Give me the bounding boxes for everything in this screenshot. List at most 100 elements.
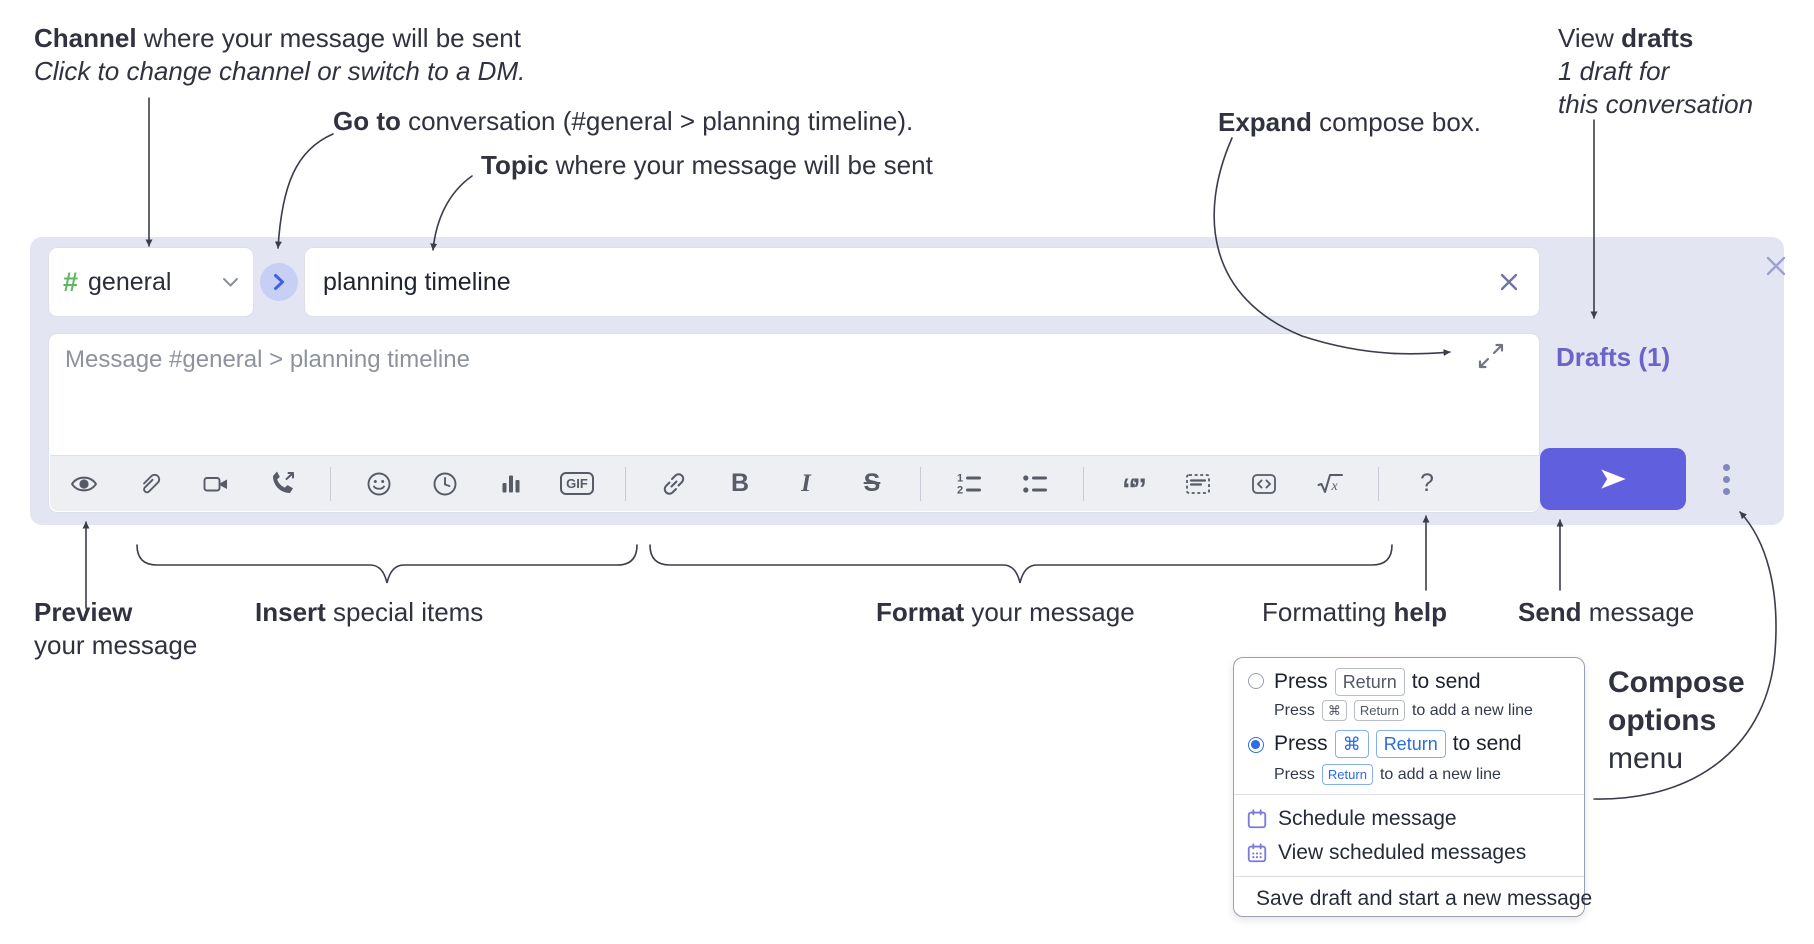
annotation-help-bold: help (1393, 597, 1447, 627)
goto-conversation-button[interactable] (260, 263, 298, 301)
compose-box: # general planning timeline Message #gen… (30, 237, 1786, 525)
annotation-view-drafts-bold: drafts (1621, 23, 1694, 53)
annotation-topic-bold: Topic (481, 150, 549, 180)
return-keycap: Return (1334, 668, 1405, 696)
drafts-link[interactable]: Drafts (1) (1556, 342, 1671, 372)
svg-text:x: x (1331, 479, 1339, 494)
code-button[interactable] (1246, 466, 1282, 502)
menu-item-label: View scheduled messages (1278, 841, 1527, 864)
option-return-to-send[interactable]: Press Return to send (1274, 668, 1481, 696)
add-poll-button[interactable] (493, 466, 529, 502)
annotation-expand-rest: compose box. (1311, 107, 1482, 137)
bulleted-list-button[interactable] (1017, 466, 1053, 502)
close-compose-icon[interactable] (1763, 253, 1789, 279)
return-keycap-blue: Return (1321, 764, 1373, 785)
annotation-send-bold: Send (1518, 597, 1582, 627)
add-global-time-button[interactable] (427, 466, 463, 502)
compose-options-popup: Press Return to send Press ⌘ Return to a… (1233, 657, 1592, 917)
send-button[interactable] (1540, 448, 1686, 510)
compose-toolbar: GIF B I (50, 455, 1540, 511)
numbered-list-icon: 1 2 (957, 472, 981, 496)
video-camera-icon (203, 476, 227, 491)
option2-sub-pre: Press (1274, 765, 1315, 783)
link-button[interactable] (656, 466, 692, 502)
option1-pre: Press (1274, 670, 1328, 693)
italic-button[interactable]: I (788, 466, 824, 502)
option1-subtext: Press ⌘ Return to add a new line (1274, 700, 1533, 721)
annotation-format-rest: your message (964, 597, 1135, 627)
cmd-keycap: ⌘ (1321, 700, 1347, 721)
option1-sub-post: to add a new line (1411, 701, 1533, 719)
annotation-help: Formatting help (1262, 596, 1447, 629)
return-keycap-blue: Return (1375, 730, 1446, 758)
menu-item-label: Schedule message (1278, 807, 1457, 830)
annotation-format-bold: Format (876, 597, 965, 627)
annotation-topic: Topic where your message will be sent (481, 149, 933, 182)
channel-name: general (88, 267, 172, 296)
svg-text:2: 2 (957, 484, 963, 496)
option1-post: to send (1411, 670, 1481, 693)
menu-item-view-scheduled-messages[interactable]: View scheduled messages (1246, 836, 1576, 870)
annotation-goto-bold: Go to (333, 106, 401, 136)
message-input[interactable]: Message #general > planning timeline (48, 333, 1540, 513)
bar-chart-icon (502, 475, 520, 492)
clock-icon (433, 472, 457, 495)
italic-icon: I (801, 469, 811, 497)
topic-input[interactable]: planning timeline (304, 247, 1540, 317)
numbered-list-button[interactable]: 1 2 (951, 466, 987, 502)
vertical-dots-icon (1722, 463, 1730, 471)
option2-subtext: Press Return to add a new line (1274, 764, 1501, 785)
strikethrough-button[interactable]: S (854, 466, 890, 502)
annotation-view-drafts: View drafts 1 draft for this conversatio… (1558, 22, 1753, 121)
emoji-button[interactable] (361, 466, 397, 502)
option2-pre: Press (1274, 732, 1328, 755)
toolbar-divider (1378, 466, 1379, 501)
calendar-icon (1247, 809, 1267, 829)
annotation-help-pre: Formatting (1262, 597, 1394, 627)
popup-divider (1234, 876, 1584, 877)
message-formatting-help-button[interactable]: ? (1409, 466, 1445, 502)
expand-compose-icon[interactable] (1477, 342, 1505, 370)
annotation-view-drafts-line2: 1 draft for (1558, 56, 1670, 86)
radio-cmd-return-to-send[interactable] (1248, 737, 1264, 753)
send-icon (1601, 469, 1626, 489)
topic-value: planning timeline (323, 267, 511, 296)
option2-sub-post: to add a new line (1379, 765, 1501, 783)
menu-item-label: Save draft and start a new message (1256, 887, 1593, 910)
voice-call-button[interactable] (264, 466, 300, 502)
math-button[interactable]: x (1312, 466, 1348, 502)
question-mark-icon: ? (1420, 469, 1434, 497)
svg-text:1: 1 (957, 472, 963, 484)
bulleted-list-icon (1023, 474, 1047, 493)
annotation-send: Send message (1518, 596, 1694, 629)
preview-button[interactable] (66, 466, 102, 502)
option1-sub-pre: Press (1274, 701, 1315, 719)
vertical-dots-icon (1722, 475, 1730, 483)
smiley-icon (367, 472, 391, 495)
return-keycap: Return (1353, 700, 1405, 721)
option2-post: to send (1452, 732, 1522, 755)
menu-item-save-draft-new-message[interactable]: Save draft and start a new message (1246, 882, 1592, 916)
message-placeholder: Message #general > planning timeline (65, 346, 470, 373)
eye-icon (70, 476, 98, 491)
compose-options-menu-button[interactable] (1714, 451, 1738, 507)
option-cmd-return-to-send[interactable]: Press ⌘ Return to send (1274, 730, 1522, 758)
clear-topic-icon[interactable] (1497, 270, 1521, 294)
bold-icon: B (730, 469, 750, 497)
channel-selector[interactable]: # general (48, 247, 254, 317)
link-icon (663, 472, 685, 495)
radio-return-to-send[interactable] (1248, 673, 1264, 689)
annotation-preview-bold: Preview (34, 597, 133, 627)
video-call-button[interactable] (198, 466, 234, 502)
annotation-format: Format your message (876, 596, 1135, 629)
annotation-compose-options-line3: menu (1608, 742, 1684, 775)
quote-button[interactable]: “” (1114, 466, 1150, 504)
bold-button[interactable]: B (722, 466, 758, 502)
attach-file-button[interactable] (132, 466, 168, 502)
add-gif-button[interactable]: GIF (559, 466, 595, 502)
menu-item-schedule-message[interactable]: Schedule message (1246, 802, 1576, 836)
spoiler-button[interactable] (1180, 466, 1216, 502)
gif-icon: GIF (560, 472, 594, 495)
toolbar-divider (920, 466, 921, 501)
